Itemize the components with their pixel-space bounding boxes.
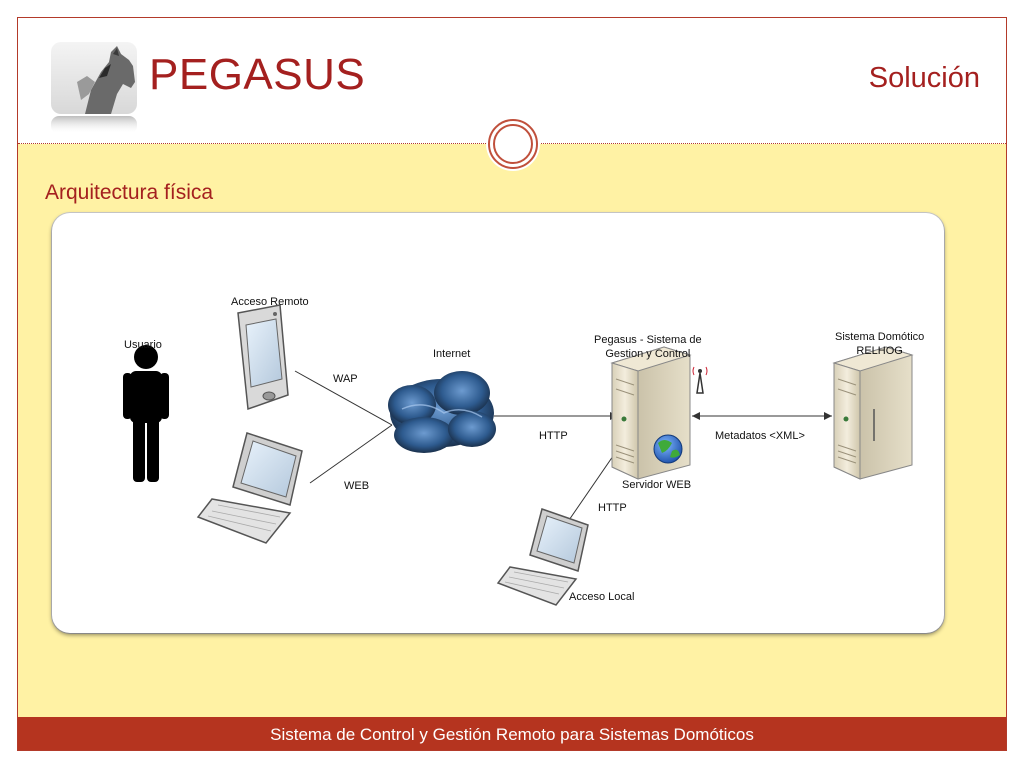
label-http-local: HTTP	[598, 502, 627, 514]
footer-bar: Sistema de Control y Gestión Remoto para…	[18, 717, 1006, 750]
section-title: Solución	[868, 62, 980, 94]
domotic-server-icon	[832, 346, 914, 480]
label-domotico-line2: RELHOG	[856, 345, 903, 357]
label-acceso-remoto: Acceso Remoto	[231, 296, 309, 308]
laptop-local-icon	[496, 508, 589, 606]
label-pegasus-line1: Pegasus - Sistema de	[594, 334, 702, 346]
pegasus-server-icon	[610, 346, 692, 480]
label-internet: Internet	[433, 348, 471, 360]
internet-cloud-icon	[388, 371, 496, 453]
wap-connection	[294, 370, 393, 426]
label-web: WEB	[344, 480, 370, 492]
pegasus-horse-logo	[51, 42, 137, 134]
circle-ornament	[485, 116, 541, 172]
label-wap: WAP	[333, 373, 358, 385]
architecture-diagram: Usuario Acceso Remoto WAP WEB Internet H…	[52, 213, 944, 633]
label-http-main: HTTP	[539, 430, 568, 442]
slide-subtitle: Arquitectura física	[45, 181, 214, 204]
label-sistema-domotico: Sistema Domótico RELHOG	[835, 330, 924, 358]
diagram-panel	[52, 213, 944, 633]
label-usuario: Usuario	[124, 339, 162, 351]
user-icon	[123, 345, 169, 482]
web-connection	[309, 424, 393, 484]
pda-device-icon	[237, 304, 289, 411]
laptop-web-icon	[196, 432, 303, 544]
label-acceso-local: Acceso Local	[569, 591, 635, 603]
label-pegasus: Pegasus - Sistema de Gestion y Control	[594, 333, 702, 361]
label-domotico-line1: Sistema Domótico	[835, 331, 925, 343]
label-metadatos: Metadatos <XML>	[715, 430, 805, 442]
presentation-title: PEGASUS	[149, 50, 366, 99]
label-servidor-web: Servidor WEB	[622, 479, 692, 491]
label-pegasus-line2: Gestion y Control	[605, 348, 691, 360]
antenna-icon	[692, 366, 708, 394]
